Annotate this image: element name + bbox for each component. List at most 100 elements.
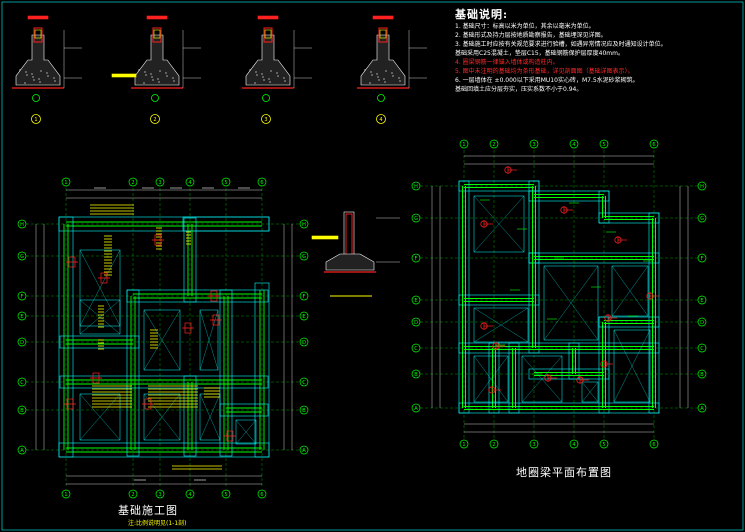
hatch-dot: [143, 82, 145, 84]
axis-left-label: B: [414, 372, 418, 378]
axis-bottom-label: 6: [260, 492, 263, 498]
note-line: 1. 基础尺寸：标高以米为单位，其余以毫米为单位。: [455, 23, 595, 30]
axis-bottom-circle: [459, 439, 469, 449]
axis-right-circle: [299, 251, 309, 261]
hatch-dot: [46, 72, 48, 74]
axis-bottom-circle: [599, 439, 609, 449]
hatch-dot: [157, 78, 159, 80]
section-mark-circle: [150, 114, 160, 124]
axis-right-circle: [299, 405, 309, 415]
hatch-dot: [254, 82, 256, 84]
hatch-dot: [25, 71, 27, 73]
ring-beam-outline: [528, 252, 660, 264]
room-diagonal: [199, 393, 221, 441]
axis-top-circle: [529, 139, 539, 149]
axis-left-circle: [17, 377, 27, 387]
notes-list: 1. 基础尺寸：标高以米为单位，其余以毫米为单位。2. 基础形式及持力层按地质勘…: [455, 22, 740, 94]
axis-right-circle: [697, 343, 707, 353]
hatch-dot: [158, 81, 160, 83]
axis-top-circle: [649, 139, 659, 149]
axis-top-label: 5: [602, 142, 605, 148]
axis-right-circle: [299, 377, 309, 387]
note-line: 3. 基础施工时应按有关规范要求进行验槽，如遇异常情况应及时通知设计单位。: [455, 41, 667, 48]
hatch-dot: [255, 71, 257, 73]
axis-bottom-circle: [221, 489, 231, 499]
hatch-dot: [371, 74, 373, 76]
ring-beam-outline: [458, 402, 660, 414]
axis-top-label: 3: [158, 180, 161, 186]
axis-top-label: 6: [260, 180, 263, 186]
section-title-bar: [27, 15, 49, 20]
axis-left-label: E: [414, 298, 417, 304]
axis-right-circle: [697, 181, 707, 191]
ring-beam-outline: [528, 190, 610, 202]
hatch-dot: [47, 75, 49, 77]
axis-right-circle: [697, 403, 707, 413]
axis-left-label: A: [20, 448, 24, 454]
axis-top-circle: [185, 177, 195, 187]
column-note: [311, 235, 339, 240]
room-outline: [199, 309, 219, 371]
hatch-dot: [54, 80, 56, 82]
axis-right-circle: [697, 213, 707, 223]
note-line: 6. 一层墙体在 ±0.000以下采用MU10实心砖，M7.5水泥砂浆砌筑。: [455, 77, 639, 84]
ring-beam-section: [263, 27, 273, 43]
section-mark-circle: [261, 114, 271, 124]
axis-left-circle: [411, 369, 421, 379]
hatch-dot: [262, 76, 264, 78]
axis-bottom-label: 5: [602, 442, 605, 448]
room-diagonal: [79, 299, 121, 335]
room-outline: [473, 195, 525, 253]
axis-top-label: 4: [572, 142, 575, 148]
axis-left-circle: [17, 405, 27, 415]
axis-left-label: G: [414, 216, 418, 222]
hatch-dot: [385, 70, 387, 72]
detail-marker: [262, 94, 270, 102]
axis-top-circle: [128, 177, 138, 187]
room-outline: [473, 307, 529, 343]
hatch-dot: [369, 82, 371, 84]
hatch-dot: [24, 82, 26, 84]
wall-mid5-footing: [59, 375, 269, 389]
hatch-dot: [391, 72, 393, 74]
axis-top-label: 1: [64, 180, 67, 186]
wall-mid3-footing: [126, 289, 140, 457]
axis-bottom-circle: [649, 439, 659, 449]
axis-bottom-circle: [61, 489, 71, 499]
axis-right-label: E: [302, 314, 305, 320]
footing-outline: [134, 34, 180, 86]
room-outline: [143, 393, 181, 441]
section-detail: 3: [242, 15, 312, 124]
axis-left-label: C: [414, 346, 418, 352]
axis-top-circle: [257, 177, 267, 187]
footing-outline: [15, 34, 61, 86]
hatch-dot: [33, 79, 35, 81]
axis-right-label: H: [700, 184, 704, 190]
hatch-dot: [263, 79, 265, 81]
axis-left-circle: [411, 317, 421, 327]
axis-bottom-circle: [489, 439, 499, 449]
axis-left-circle: [411, 343, 421, 353]
axis-bottom-label: 1: [462, 442, 465, 448]
rebar-box: [264, 29, 272, 39]
axis-bottom-circle: [257, 489, 267, 499]
axis-right-circle: [697, 295, 707, 305]
room-outline: [473, 355, 509, 403]
ring-beam-plan-title: 地圈梁平面布置图: [516, 466, 612, 479]
axis-top-circle: [459, 139, 469, 149]
wall-mid6-footing: [219, 289, 233, 457]
room-outline: [581, 381, 599, 403]
room-diagonal: [473, 195, 525, 253]
axis-right-label: H: [302, 222, 306, 228]
axis-left-circle: [17, 311, 27, 321]
axis-bottom-label: 2: [492, 442, 495, 448]
section-title-bar: [257, 15, 279, 20]
axis-bottom-label: 1: [64, 492, 67, 498]
detail-marker: [151, 94, 159, 102]
axis-left-circle: [411, 213, 421, 223]
axis-left-circle: [411, 403, 421, 413]
axis-top-label: 1: [462, 142, 465, 148]
axis-left-circle: [17, 337, 27, 347]
axis-left-circle: [411, 181, 421, 191]
